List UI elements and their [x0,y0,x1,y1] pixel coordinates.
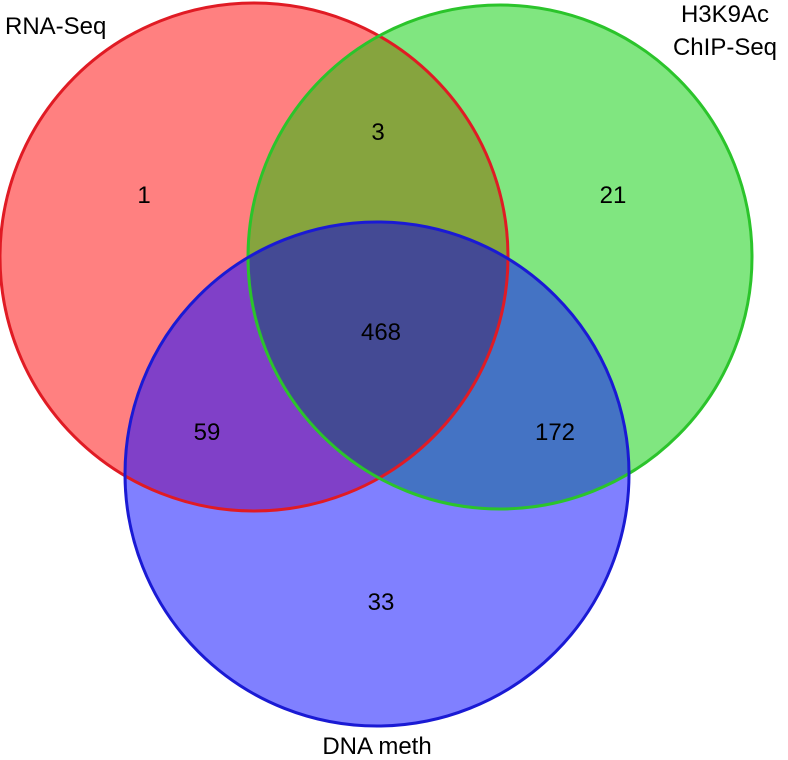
dna-meth-circle-outline [123,220,631,728]
count-rna-only: 1 [137,182,150,209]
count-chip-only: 21 [600,182,627,209]
rna-seq-label: RNA-Seq [5,13,106,40]
count-rna-chip: 3 [371,119,384,146]
count-all-three: 468 [361,319,401,346]
count-chip-meth: 172 [535,419,575,446]
dna-meth-label: DNA meth [322,733,431,760]
chip-seq-label-line2: ChIP-Seq [673,34,777,61]
count-meth-only: 33 [368,589,395,616]
count-rna-meth: 59 [194,419,221,446]
chip-seq-label-line1: H3K9Ac [681,1,769,28]
